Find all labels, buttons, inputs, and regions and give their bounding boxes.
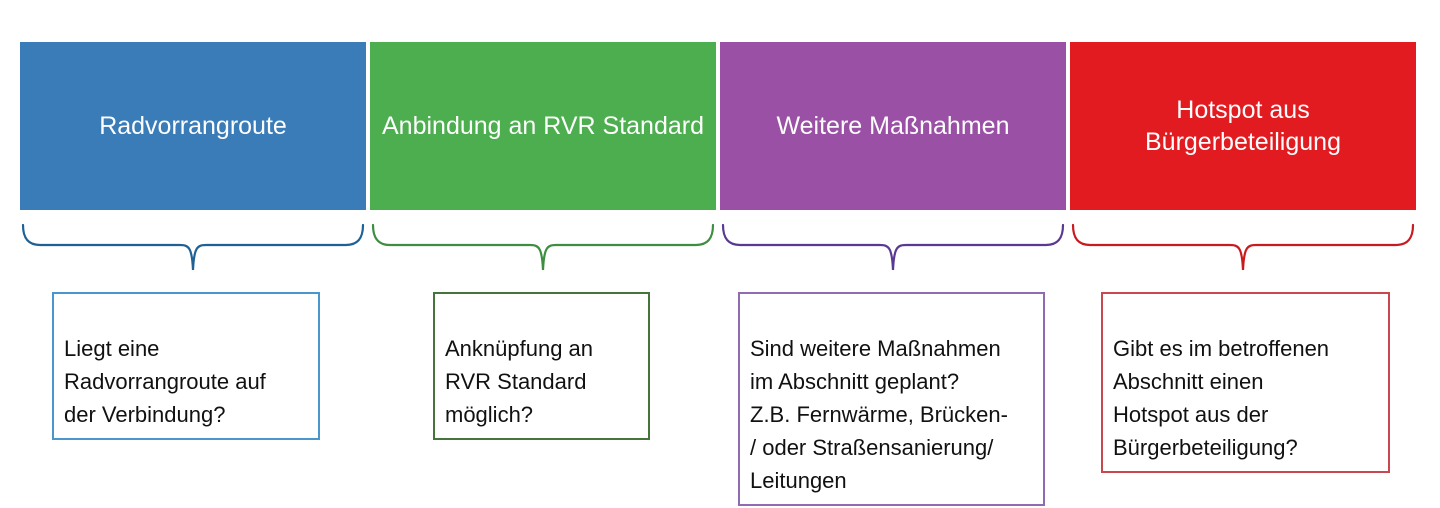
question-text: Liegt eine Radvorrangroute auf der Verbi… bbox=[64, 336, 266, 427]
category-header-box: Weitere Maßnahmen bbox=[720, 42, 1066, 210]
category-column-radvorrangroute: Radvorrangroute Liegt eine Radvorrangrou… bbox=[20, 42, 366, 506]
category-column-hotspot: Hotspot aus Bürgerbeteiligung Gibt es im… bbox=[1070, 42, 1416, 506]
curly-brace-icon bbox=[21, 223, 365, 271]
category-header-box: Hotspot aus Bürgerbeteiligung bbox=[1070, 42, 1416, 210]
category-header-box: Radvorrangroute bbox=[20, 42, 366, 210]
curly-brace-path bbox=[21, 223, 365, 271]
curly-brace-icon bbox=[1071, 223, 1415, 271]
category-column-weitere-massnahmen: Weitere Maßnahmen Sind weitere Maßnahmen… bbox=[720, 42, 1066, 506]
curly-brace-path bbox=[721, 223, 1065, 271]
category-title: Weitere Maßnahmen bbox=[776, 111, 1010, 140]
question-text: Anknüpfung an RVR Standard möglich? bbox=[445, 336, 594, 427]
curly-brace-icon bbox=[371, 223, 715, 271]
question-text: Gibt es im betroffenen Abschnitt einen H… bbox=[1113, 336, 1330, 460]
category-title: Radvorrangroute bbox=[99, 111, 287, 140]
question-box: Anknüpfung an RVR Standard möglich? bbox=[433, 292, 650, 440]
category-column-anbindung-rvr: Anbindung an RVR Standard Anknüpfung an … bbox=[370, 42, 716, 506]
category-header-box: Anbindung an RVR Standard bbox=[370, 42, 716, 210]
curly-brace-path bbox=[371, 223, 715, 271]
category-title: Hotspot aus Bürgerbeteiligung bbox=[1145, 95, 1341, 157]
question-box: Liegt eine Radvorrangroute auf der Verbi… bbox=[52, 292, 320, 440]
category-title: Anbindung an RVR Standard bbox=[382, 111, 704, 140]
diagram-row: Radvorrangroute Liegt eine Radvorrangrou… bbox=[20, 42, 1416, 506]
curly-brace-path bbox=[1071, 223, 1415, 271]
question-box: Sind weitere Maßnahmen im Abschnitt gepl… bbox=[738, 292, 1045, 506]
question-text: Sind weitere Maßnahmen im Abschnitt gepl… bbox=[750, 336, 1008, 493]
question-box: Gibt es im betroffenen Abschnitt einen H… bbox=[1101, 292, 1390, 473]
curly-brace-icon bbox=[721, 223, 1065, 271]
